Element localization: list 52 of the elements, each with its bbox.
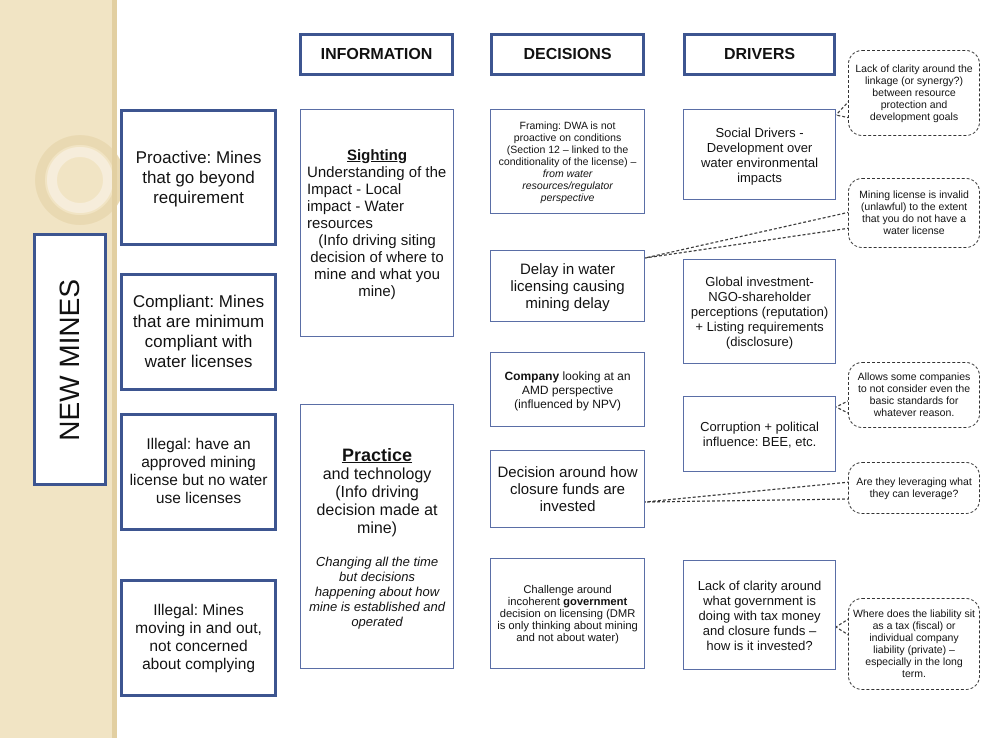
heading-text: Sighting: [347, 146, 407, 164]
box-text: Where does the liability sit as a tax (fiscal) or individual company liability (private) – especially in the long term.: [853, 608, 975, 680]
box-text: Delay in water licensing causing mining delay: [509, 260, 626, 312]
callout-bubble: [848, 362, 980, 428]
box-text: NEW MINES: [54, 278, 86, 440]
box-text: Company looking at an AMD perspective (influenced by NPV): [503, 368, 632, 410]
box-text: Social Drivers - Development over water environmental impacts: [700, 124, 820, 184]
decision-box: [490, 352, 645, 427]
box-text: Framing: DWA is not proactive on conditions (Section 12 – linked to the conditionality of the license) – from water resources/regulator perspective: [498, 120, 638, 204]
box-text: Global investment- NGO-shareholder perceptions (reputation) + Listing requirements (disclosure): [690, 274, 829, 349]
box-text: Lack of clarity around what government is doing with tax money and closure funds – how is it invested?: [696, 578, 822, 652]
box-text: DECISIONS: [523, 46, 612, 64]
box-text: Mining license is invalid (unlawful) to the extent that you do not have a water license: [858, 189, 970, 237]
box-text: DRIVERS: [724, 46, 796, 64]
box-text: Allows some companies to not consider even the basic standards for whatever reason.: [856, 371, 972, 419]
box-text: Corruption + political influence: BEE, etc.: [699, 419, 820, 449]
column-header: [299, 33, 454, 76]
box-text: Lack of clarity around the linkage (or synergy?) between resource protection and development goals: [854, 63, 974, 123]
heading-text: Practice: [342, 444, 412, 466]
note-text: Changing all the time but decisions happening about how mine is established and operated: [308, 554, 446, 628]
box-text: Challenge around incoherent government decision on licensing (DMR is only thinking about mining and not about water): [497, 584, 638, 644]
box-text: Decision around how closure funds are invested: [497, 464, 638, 514]
category-box: [120, 579, 277, 697]
callout-bubble: [848, 598, 980, 690]
callout-bubble: [848, 462, 980, 514]
decision-box: [490, 450, 645, 528]
box-text: INFORMATION: [320, 46, 432, 64]
category-box: [120, 273, 277, 391]
callout-bubble: [848, 50, 980, 136]
driver-box: [683, 396, 836, 472]
title-box: [33, 233, 107, 486]
box-text: Illegal: Mines moving in and out, not concerned about complying: [134, 602, 263, 674]
category-box: [120, 413, 277, 531]
box-text: Are they leveraging what they can leverage?: [855, 476, 973, 500]
decision-box: [490, 109, 645, 214]
box-text: Understanding of the Impact - Local impact - Water resources: [307, 164, 447, 232]
info-box: [300, 109, 454, 337]
driver-box: [683, 259, 836, 364]
callout-bubble: [848, 178, 980, 248]
box-text: (Info driving siting decision of where to mine and what you mine): [309, 232, 445, 300]
column-header: [490, 33, 645, 76]
box-text: Compliant: Mines that are minimum compliant with water licenses: [132, 292, 266, 372]
column-header: [683, 33, 836, 76]
decision-box: [490, 558, 645, 669]
category-box: [120, 109, 277, 246]
box-text: Illegal: have an approved mining license but no water use licenses: [129, 436, 268, 508]
driver-box: [683, 109, 836, 200]
decision-box: [490, 250, 645, 322]
info-box: [300, 404, 454, 669]
driver-box: [683, 560, 836, 670]
box-text: and technology (Info driving decision made at mine): [316, 466, 438, 538]
box-text: Proactive: Mines that go beyond requirement: [134, 148, 262, 208]
